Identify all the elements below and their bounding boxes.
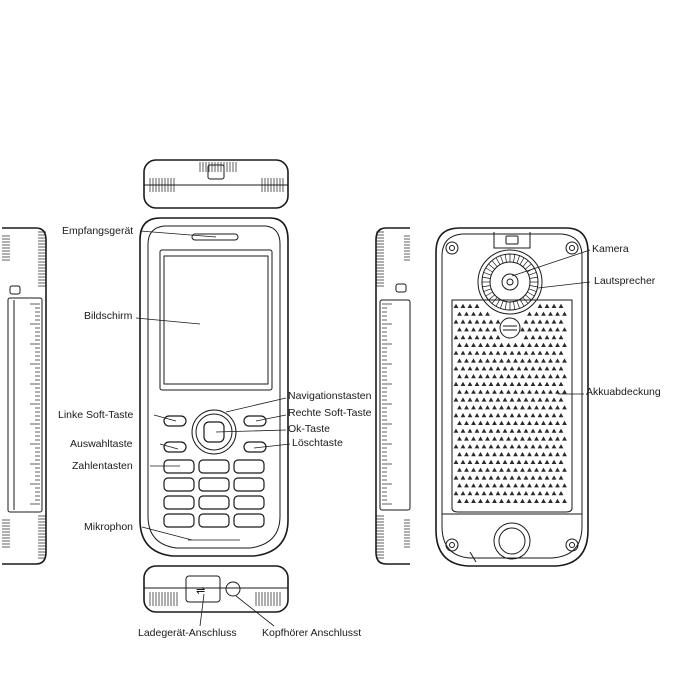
- screen-area: [163, 255, 269, 385]
- label-receiver: Empfangsgerät: [62, 225, 133, 237]
- number-key-grid: [163, 459, 265, 528]
- label-charger-port: Ladegerät-Anschluss: [138, 627, 237, 639]
- label-clear-key: Löschtaste: [292, 437, 343, 449]
- label-left-soft-key: Linke Soft-Taste: [58, 409, 133, 421]
- label-ok-key: Ok-Taste: [288, 423, 330, 435]
- camera-lens: [501, 273, 519, 291]
- phone-bottom-view: ⇌: [143, 565, 289, 613]
- label-number-keys: Zahlentasten: [72, 460, 133, 472]
- svg-text:⇌: ⇌: [196, 585, 205, 597]
- navigation-ring: [191, 409, 237, 455]
- phone-front-view: [139, 217, 289, 557]
- label-headphone-port: Kopfhörer Anschlusst: [262, 627, 361, 639]
- label-select-key: Auswahltaste: [70, 438, 133, 450]
- label-camera: Kamera: [592, 243, 629, 255]
- label-screen: Bildschirm: [84, 310, 133, 322]
- right-soft-key: [243, 415, 267, 427]
- callout-labels: Empfangsgerät Bildschirm Navigationstast…: [58, 225, 661, 639]
- label-microphone: Mikrophon: [84, 521, 133, 533]
- select-key: [163, 441, 187, 453]
- callout-lines: [135, 230, 591, 627]
- label-speaker: Lautsprecher: [594, 275, 656, 287]
- camera-housing: [477, 249, 543, 315]
- label-battery-cover: Akkuabdeckung: [586, 386, 661, 398]
- label-right-soft-key: Rechte Soft-Taste: [288, 407, 372, 419]
- phone-top-view: [143, 159, 289, 209]
- phone-left-side-view: [2, 227, 47, 565]
- receiver-slot: [191, 233, 239, 241]
- phone-right-side-view: [375, 227, 411, 565]
- headphone-port: [225, 581, 241, 597]
- phone-back-view: [435, 227, 589, 567]
- label-navigation-keys: Navigationstasten: [288, 390, 372, 402]
- battery-cover-panel: [451, 299, 573, 513]
